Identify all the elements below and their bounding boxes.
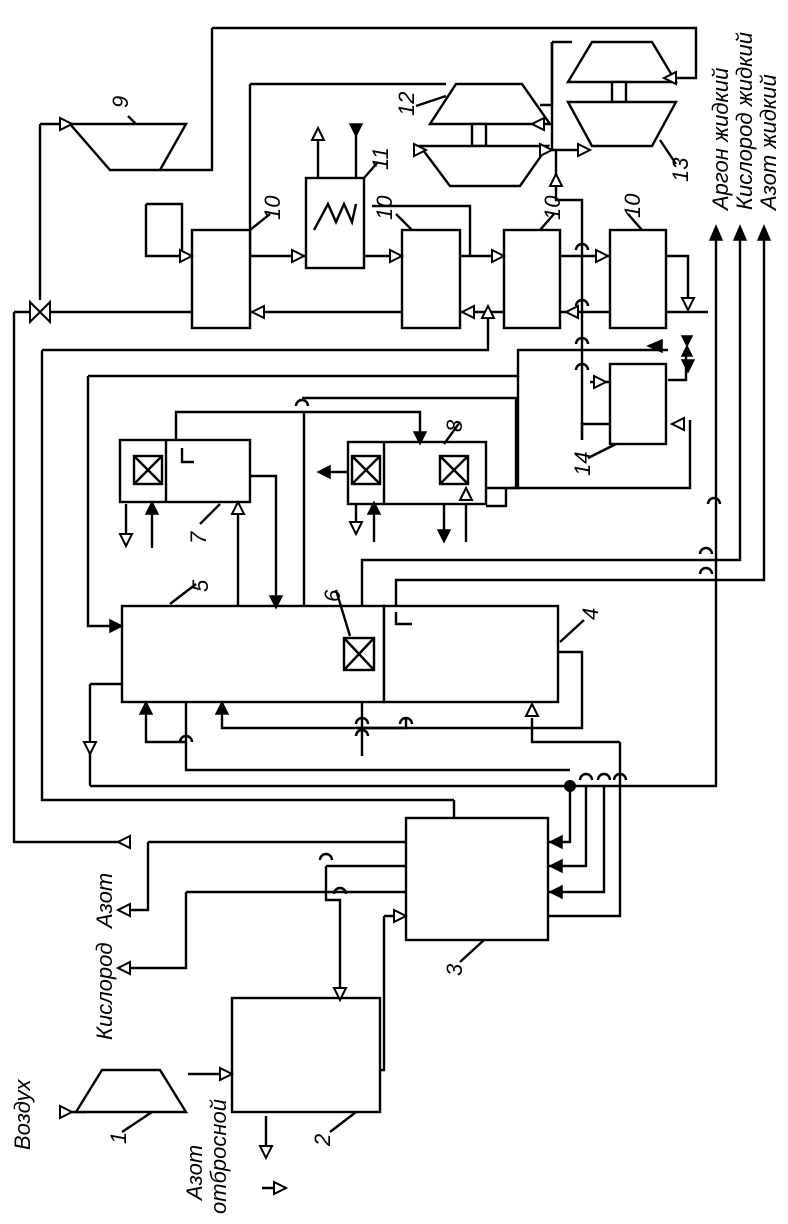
heat-exchanger-14	[608, 362, 668, 446]
number-10d: 10	[620, 193, 645, 218]
heat-exchanger-3	[404, 816, 550, 942]
label-waste-nitrogen-1: Азот	[182, 1145, 207, 1202]
expander-12-shaft	[470, 122, 488, 148]
number-5: 5	[188, 579, 213, 592]
column-4	[382, 604, 560, 704]
number-1: 1	[106, 1132, 131, 1144]
compressor-9	[67, 122, 189, 172]
expander-12-top	[427, 82, 553, 126]
column-5	[120, 604, 386, 704]
flow-arrows	[29, 70, 772, 1196]
expander-13-top	[565, 40, 679, 84]
number-11: 11	[368, 147, 393, 170]
equipment-numbers: 1 2 3 4 5 6 7 8 9 10 10 10 10 11 12 13 1…	[106, 92, 693, 1147]
label-oxygen-liquid: Кислород жидкий	[732, 32, 757, 210]
expander-13-shaft	[610, 80, 628, 104]
equipment	[67, 40, 679, 1114]
heat-exchanger-10a	[190, 228, 252, 330]
number-10a: 10	[260, 195, 285, 220]
heat-exchanger-10c	[502, 228, 562, 330]
label-waste-nitrogen-2: отбросной	[206, 1099, 231, 1214]
heat-exchanger-10d	[608, 228, 668, 330]
number-13: 13	[668, 157, 693, 182]
heat-exchanger-10b	[400, 228, 462, 330]
number-6: 6	[320, 589, 345, 602]
number-7: 7	[186, 531, 211, 544]
cooler-11	[304, 176, 366, 270]
number-4: 4	[578, 608, 603, 620]
number-3: 3	[442, 963, 467, 976]
pipelines	[12, 26, 766, 1190]
purifier-2	[230, 996, 382, 1114]
stream-labels: Воздух Азот Кислород Азот отбросной Арго…	[10, 32, 781, 1214]
junction-dot	[564, 780, 576, 792]
compressor-1	[73, 1068, 189, 1114]
label-nitrogen: Азот	[92, 873, 117, 930]
number-9: 9	[108, 96, 133, 108]
expander-12-bottom	[417, 144, 551, 188]
expander-13-bottom	[565, 100, 679, 148]
number-12: 12	[394, 92, 419, 116]
number-8: 8	[442, 419, 467, 432]
label-oxygen: Кислород	[92, 943, 117, 1040]
label-air: Воздух	[10, 1078, 35, 1150]
number-2: 2	[310, 1134, 335, 1147]
number-10b: 10	[372, 195, 397, 220]
label-argon-liquid: Аргон жидкий	[708, 68, 733, 212]
label-nitrogen-liquid: Азот жидкий	[756, 74, 781, 212]
crossovers	[178, 242, 722, 895]
